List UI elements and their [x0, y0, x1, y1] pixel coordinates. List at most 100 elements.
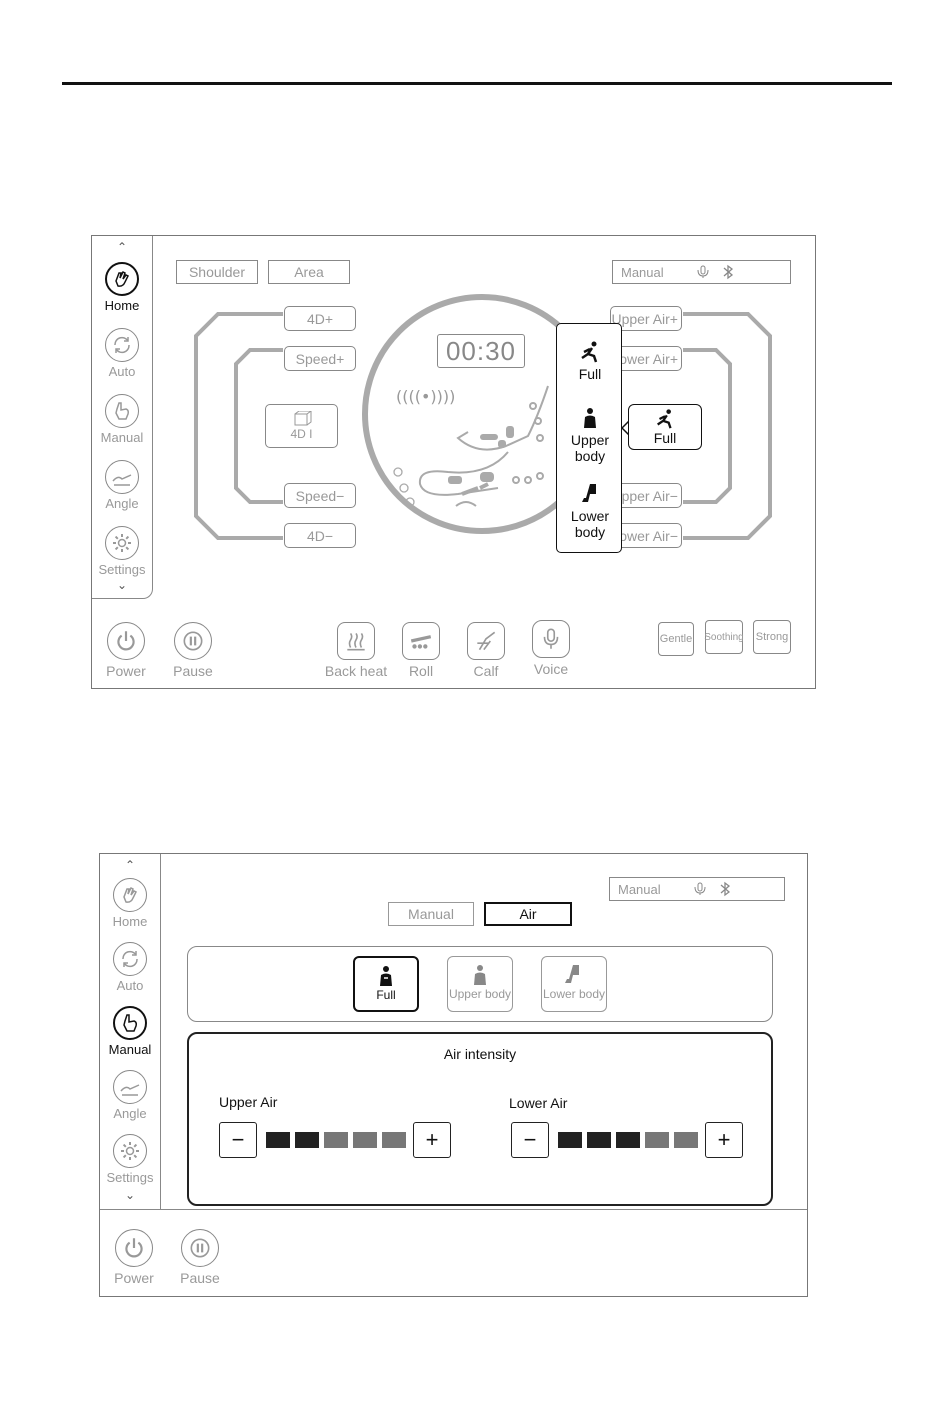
- intensity-strong-button[interactable]: Strong: [753, 620, 791, 654]
- upper-air-plus-button[interactable]: Upper Air+: [610, 306, 682, 331]
- bluetooth-icon: [720, 881, 730, 897]
- calf-button[interactable]: Calf: [461, 622, 511, 679]
- power-button[interactable]: Power: [102, 622, 150, 679]
- bluetooth-icon: [723, 264, 733, 280]
- session-timer: 00:30: [437, 334, 525, 368]
- sidebar-frame: [92, 236, 153, 599]
- air-intensity-title: Air intensity: [443, 1046, 517, 1062]
- recline-icon: [105, 460, 139, 494]
- popup-option-full[interactable]: Full: [557, 340, 623, 382]
- microphone-icon: [532, 620, 570, 658]
- sidebar-item-angle[interactable]: Angle: [92, 460, 152, 511]
- power-button[interactable]: Power: [110, 1229, 158, 1286]
- level-segment: [587, 1132, 611, 1148]
- pause-button[interactable]: Pause: [176, 1229, 224, 1286]
- svg-text:((((•)))): ((((•)))): [396, 387, 455, 406]
- speed-plus-button[interactable]: Speed+: [284, 346, 356, 371]
- chevron-down-icon[interactable]: ⌄: [124, 1188, 136, 1202]
- power-icon: [107, 622, 145, 660]
- mode-status-bar: Manual: [609, 877, 785, 901]
- chevron-up-icon[interactable]: ⌃: [124, 858, 136, 872]
- level-segment: [616, 1132, 640, 1148]
- recline-figure-icon: [657, 409, 672, 429]
- upper-air-plus-button[interactable]: +: [413, 1122, 451, 1158]
- pause-button[interactable]: Pause: [169, 622, 217, 679]
- popup-option-line2: body: [574, 448, 606, 464]
- sidebar-item-label: Auto: [108, 364, 136, 379]
- full-body-icon: [380, 966, 392, 986]
- sidebar-item-manual[interactable]: Manual: [100, 1006, 160, 1057]
- top-rule: [62, 82, 892, 85]
- level-segment: [558, 1132, 582, 1148]
- intensity-gentle-button[interactable]: Gentle: [658, 622, 694, 656]
- sidebar-item-home[interactable]: Home: [92, 262, 152, 313]
- zone-full[interactable]: Full: [353, 956, 419, 1012]
- popup-option-line1: Lower: [570, 508, 610, 524]
- intensity-soothing-button[interactable]: Soothing: [704, 620, 744, 654]
- calf-icon: [467, 622, 505, 660]
- sidebar-item-auto[interactable]: Auto: [100, 942, 160, 993]
- 4d-level-label: 4D I: [290, 427, 313, 441]
- shoulder-button[interactable]: Shoulder: [176, 260, 258, 284]
- 4d-minus-button[interactable]: 4D−: [284, 523, 356, 548]
- zone-label: Upper body: [448, 987, 512, 1001]
- chevron-down-icon[interactable]: ⌄: [116, 578, 128, 592]
- sidebar-item-auto[interactable]: Auto: [92, 328, 152, 379]
- chevron-up-icon[interactable]: ⌃: [116, 240, 128, 254]
- manual-air-panel: ⌃ Home Auto Manual Angle Settings ⌄ Manu…: [99, 853, 808, 1297]
- zone-lower-body[interactable]: Lower body: [541, 956, 607, 1012]
- sidebar-item-settings[interactable]: Settings: [100, 1134, 160, 1185]
- zone-upper-body[interactable]: Upper body: [447, 956, 513, 1012]
- sidebar-item-angle[interactable]: Angle: [100, 1070, 160, 1121]
- level-segment: [645, 1132, 669, 1148]
- popup-option-line2: body: [574, 524, 606, 540]
- roll-button[interactable]: Roll: [396, 622, 446, 679]
- sidebar-item-label: Home: [104, 298, 140, 313]
- power-label: Power: [106, 663, 146, 679]
- sidebar-item-manual[interactable]: Manual: [92, 394, 152, 445]
- back-heat-button[interactable]: Back heat: [321, 622, 391, 679]
- gear-icon: [105, 526, 139, 560]
- sidebar-item-settings[interactable]: Settings: [92, 526, 152, 577]
- level-segment: [324, 1132, 348, 1148]
- sidebar-item-label: Settings: [106, 1170, 154, 1185]
- level-segment: [674, 1132, 698, 1148]
- roll-label: Roll: [408, 663, 434, 679]
- level-segment: [295, 1132, 319, 1148]
- gear-icon: [113, 1134, 147, 1168]
- 4d-level-display: 4D I: [265, 404, 338, 448]
- calf-label: Calf: [473, 663, 499, 679]
- air-intensity-panel: Air intensity Upper Air − + Lower Air − …: [187, 1032, 773, 1206]
- power-icon: [115, 1229, 153, 1267]
- area-button[interactable]: Area: [268, 260, 350, 284]
- level-segment: [382, 1132, 406, 1148]
- tab-air[interactable]: Air: [484, 902, 572, 926]
- upper-body-icon: [474, 965, 486, 985]
- selected-area-button[interactable]: Full: [628, 404, 702, 450]
- pause-icon: [174, 622, 212, 660]
- tab-manual[interactable]: Manual: [388, 902, 474, 926]
- zone-label: Full: [376, 988, 396, 1002]
- speed-minus-button[interactable]: Speed−: [284, 483, 356, 508]
- upper-air-minus-button[interactable]: −: [219, 1122, 257, 1158]
- popup-option-lower-body[interactable]: Lower body: [557, 482, 623, 540]
- home-screen-panel: ⌃ Home Auto Manual Angle Settings ⌄ Shou…: [91, 235, 816, 689]
- 4d-plus-button[interactable]: 4D+: [284, 306, 356, 331]
- touch-hand-icon: [113, 1006, 147, 1040]
- control-brackets: [194, 312, 772, 540]
- power-label: Power: [114, 1270, 154, 1286]
- popup-option-upper-body[interactable]: Upper body: [557, 406, 623, 464]
- voice-label: Voice: [533, 661, 569, 677]
- voice-status-icon: [694, 882, 706, 895]
- cycle-icon: [113, 942, 147, 976]
- voice-button[interactable]: Voice: [526, 620, 576, 677]
- popup-option-line1: Upper: [570, 432, 610, 448]
- sidebar-divider: [100, 1209, 807, 1210]
- lower-air-minus-button[interactable]: −: [511, 1122, 549, 1158]
- lower-air-plus-button[interactable]: +: [705, 1122, 743, 1158]
- level-segment: [353, 1132, 377, 1148]
- sidebar-item-label: Angle: [105, 496, 139, 511]
- lower-body-icon: [565, 965, 579, 983]
- sidebar-item-label: Angle: [113, 1106, 147, 1121]
- sidebar-item-home[interactable]: Home: [100, 878, 160, 929]
